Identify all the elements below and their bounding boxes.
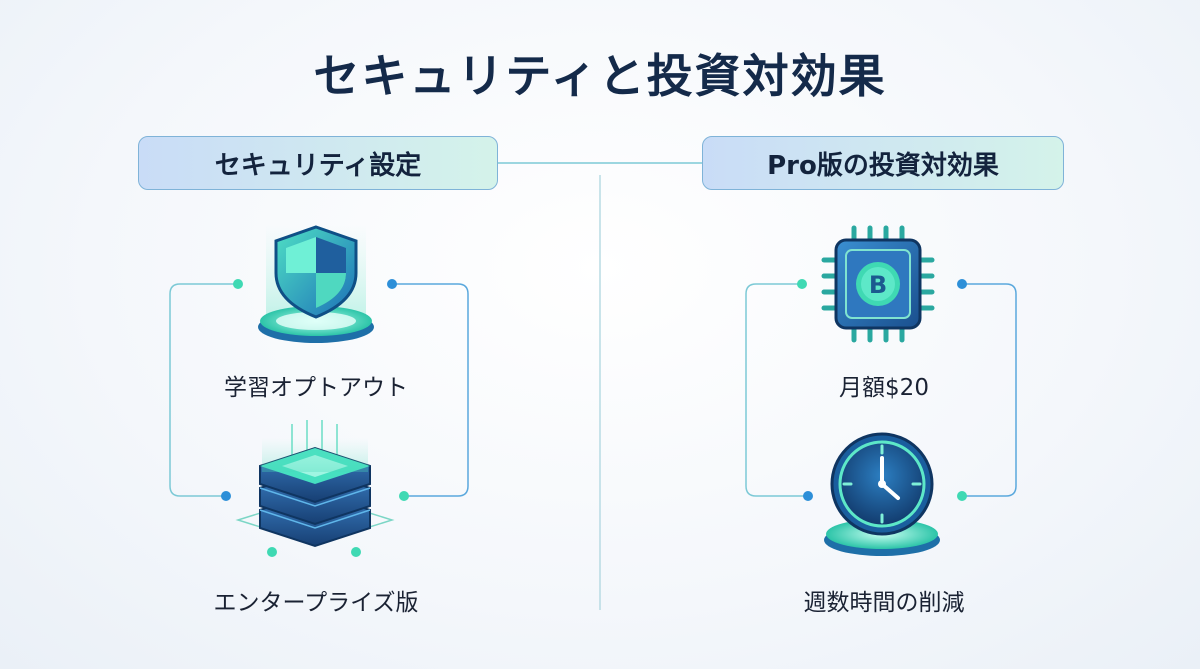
item-label: 月額$20 xyxy=(839,375,929,401)
item-label: 週数時間の削減 xyxy=(803,590,965,616)
item-label: 学習オプトアウト xyxy=(224,375,408,401)
left-panel-header: セキュリティ設定 xyxy=(138,136,498,190)
svg-text:B: B xyxy=(869,271,887,299)
connector-dot xyxy=(221,491,231,501)
bitcoin-chip-icon: B xyxy=(812,220,952,354)
right-panel-header: Pro版の投資対効果 xyxy=(702,136,1064,190)
page-title: セキュリティと投資対効果 xyxy=(313,49,887,103)
clock-icon xyxy=(812,428,952,572)
item-label: エンタープライズ版 xyxy=(213,590,419,616)
connector-dot xyxy=(803,491,813,501)
connector-dot xyxy=(399,491,409,501)
connector-dot xyxy=(797,279,807,289)
connector-dot xyxy=(387,279,397,289)
connector-dot xyxy=(957,279,967,289)
connector-dot xyxy=(957,491,967,501)
shield-icon xyxy=(248,215,384,359)
server-stack-icon xyxy=(232,418,398,572)
connector-dot xyxy=(233,279,243,289)
